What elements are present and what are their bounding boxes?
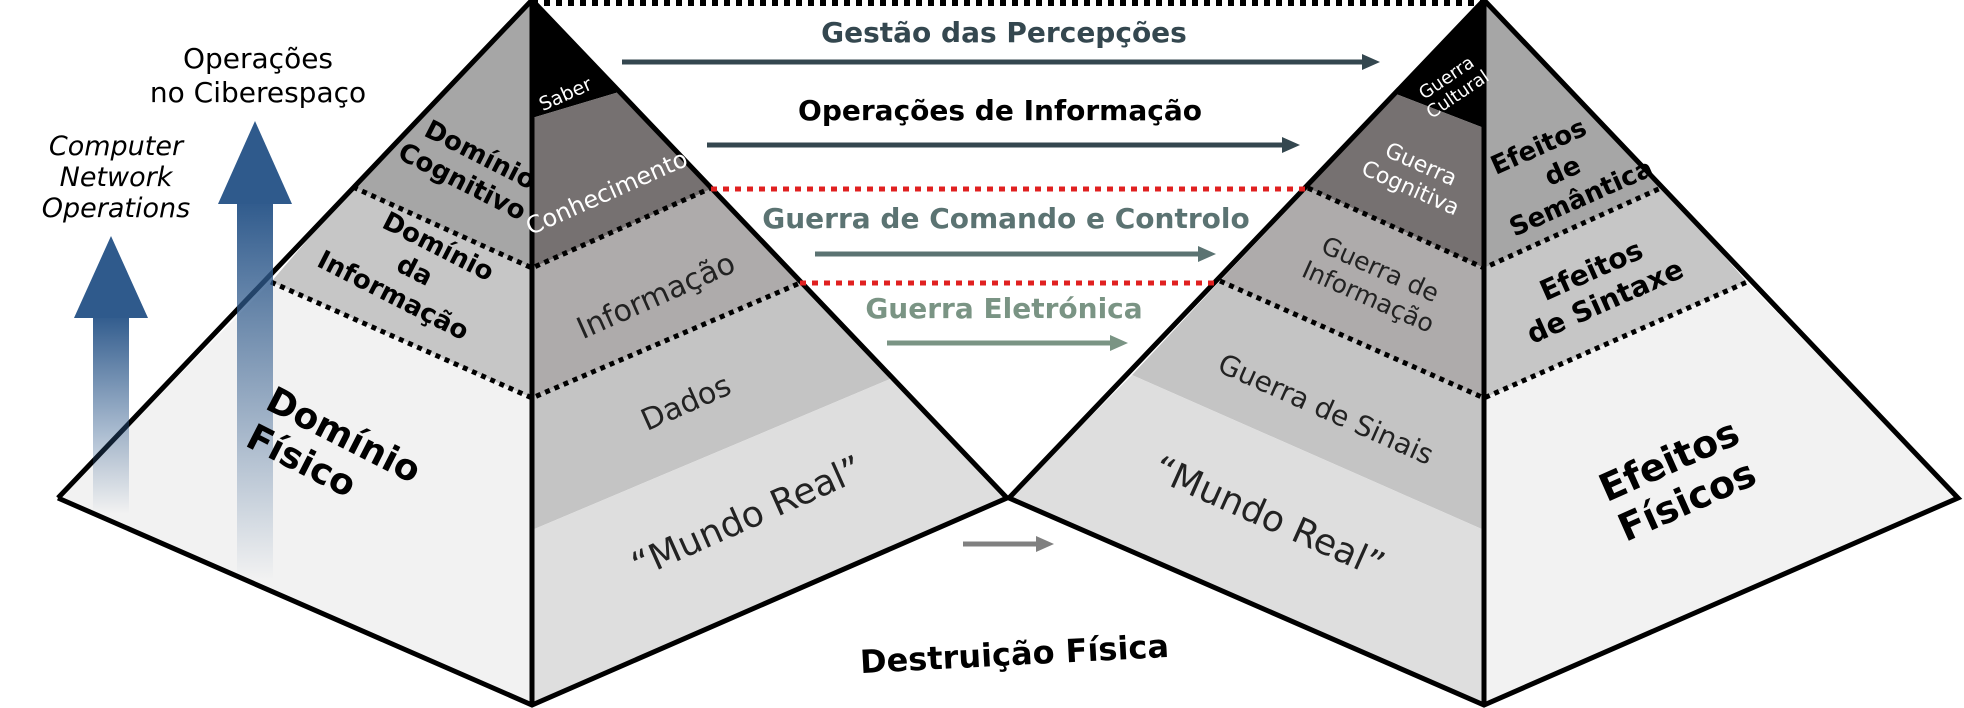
gestao-percepcoes-label: Gestão das Percepções xyxy=(821,16,1187,49)
layer-guerra-cognitiva xyxy=(1308,94,1484,268)
arrow-guerra-eletronica xyxy=(887,335,1128,351)
layer-guerra-cultural xyxy=(1396,0,1484,128)
layer-mundo-real-right xyxy=(1009,375,1484,705)
destruicao-fisica-label: Destruição Física xyxy=(859,627,1170,681)
layer-guerra-sinais xyxy=(1132,281,1484,530)
cno-arrow xyxy=(74,236,148,514)
layer-dados xyxy=(532,283,890,530)
cno-label-3: Operations xyxy=(42,193,190,224)
right-dotted-boundary-bottom xyxy=(1218,278,1749,401)
left-face-cognitive xyxy=(353,0,532,268)
right-pyramid-outline xyxy=(1007,0,1963,708)
center-arrows xyxy=(622,54,1380,552)
cyberspace-arrow xyxy=(218,121,292,580)
ops-cyberspace-label-2: no Ciberespaço xyxy=(150,76,366,109)
layer-conhecimento xyxy=(532,92,711,268)
operacoes-informacao-label: Operações de Informação xyxy=(798,94,1202,127)
comando-controlo-label: Guerra de Comando e Controlo xyxy=(762,202,1249,235)
guerra-eletronica-label: Guerra Eletrónica xyxy=(865,292,1142,325)
left-pyramid xyxy=(56,0,1012,708)
left-face-physical xyxy=(58,282,532,705)
layer-saber xyxy=(532,0,619,118)
effects-semantica-face xyxy=(1484,0,1663,268)
left-face-information xyxy=(271,187,532,398)
arrow-gestao xyxy=(622,54,1380,70)
arrow-comando-controlo xyxy=(815,246,1216,262)
cno-label-1: Computer xyxy=(49,131,185,162)
ops-cyberspace-label-1: Operações xyxy=(183,42,333,75)
layer-informacao xyxy=(532,189,800,398)
cno-label-2: Network xyxy=(60,162,174,193)
right-pyramid xyxy=(1007,0,1963,708)
effects-fisicos-face xyxy=(1484,282,1958,705)
arrow-destruicao xyxy=(963,536,1054,552)
layer-mundo-real xyxy=(532,379,1007,705)
left-pyramid-outline xyxy=(56,0,1012,708)
arrow-operacoes-informacao xyxy=(707,137,1300,153)
left-dotted-boundary-bottom xyxy=(269,279,801,401)
